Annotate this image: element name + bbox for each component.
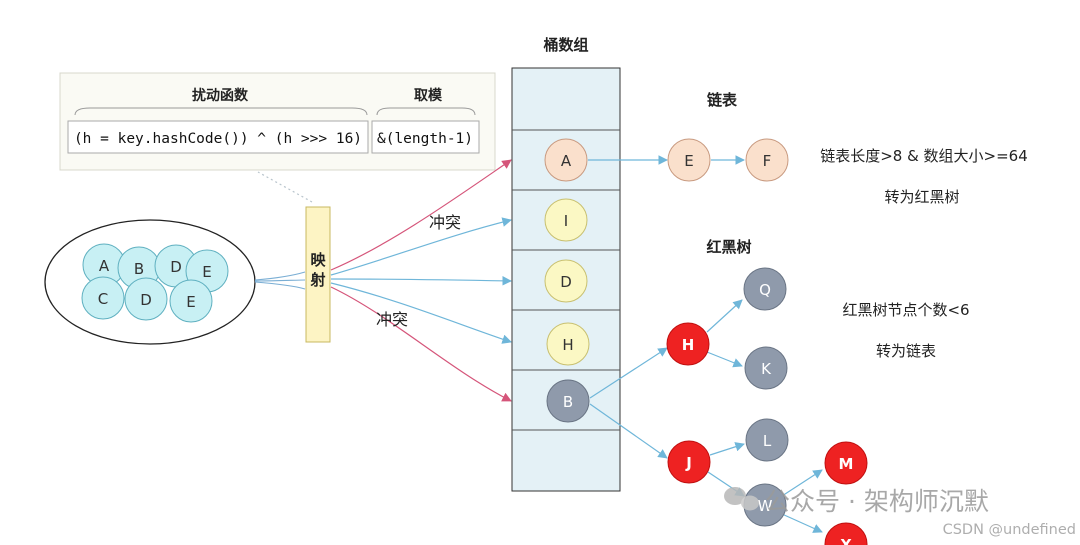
perturb-code: (h = key.hashCode()) ^ (h >>> 16) <box>74 131 362 147</box>
modulo-code-box <box>371 120 480 154</box>
tree-node-q: Q <box>743 267 787 311</box>
list-node-f: F <box>745 138 789 182</box>
hash-connector <box>257 171 313 203</box>
key-node: E <box>169 279 213 323</box>
tree-node-k: K <box>744 346 788 390</box>
key-set: A B D E C D E <box>44 219 256 345</box>
tree-node-l: L <box>745 418 789 462</box>
list-to-tree-action: 转为红黑树 <box>884 188 959 206</box>
mapping-label-2: 射 <box>309 271 325 289</box>
wechat-icon <box>724 487 759 511</box>
svg-text:H: H <box>562 336 573 354</box>
svg-text:M: M <box>839 455 854 473</box>
tree-node-m: M <box>824 441 868 485</box>
bucket-slot-d: D <box>544 259 588 303</box>
watermark: 公众号 · 架构师沉默 CSDN @undefined <box>724 487 1076 538</box>
svg-text:I: I <box>564 212 568 230</box>
svg-text:E: E <box>186 293 195 311</box>
svg-text:L: L <box>763 432 772 450</box>
svg-text:D: D <box>560 273 572 291</box>
watermark-sub: CSDN @undefined <box>943 522 1076 538</box>
tree-node-w: W <box>743 483 787 527</box>
bucket-slot-b: B <box>546 379 590 423</box>
list-to-tree-rule: 链表长度>8 & 数组大小>=64 <box>820 147 1028 165</box>
watermark-main: 公众号 · 架构师沉默 <box>765 487 989 516</box>
svg-text:A: A <box>561 152 572 170</box>
bucket-array: 桶数组 A I D H B <box>511 36 621 492</box>
key-node: D <box>124 277 168 321</box>
tree-node-j: J <box>667 440 711 484</box>
svg-text:B: B <box>563 393 573 411</box>
svg-text:H: H <box>682 336 695 354</box>
red-black-tree-title: 红黑树 <box>706 238 751 256</box>
key-to-mapping-lines <box>254 271 306 290</box>
bucket-slot-a: A <box>544 138 588 182</box>
collision-label-top: 冲突 <box>429 213 461 232</box>
key-node: C <box>81 276 125 320</box>
tree-to-list-action: 转为链表 <box>876 342 936 360</box>
modulo-code: &(length-1) <box>377 131 473 147</box>
mapping-bar: 映 射 <box>305 206 331 343</box>
modulo-brace <box>376 107 476 116</box>
svg-text:E: E <box>684 152 693 170</box>
arrow-to-bucket-a <box>330 159 512 271</box>
svg-text:Q: Q <box>759 281 771 299</box>
svg-text:A: A <box>99 257 110 275</box>
bucket-slot-i: I <box>544 198 588 242</box>
tree-edges <box>589 299 823 533</box>
svg-text:F: F <box>763 152 772 170</box>
bucket-slot-h: H <box>546 322 590 366</box>
mapping-label-1: 映 <box>310 251 326 269</box>
svg-text:C: C <box>98 290 108 308</box>
collision-label-bottom: 冲突 <box>376 310 408 329</box>
arrow-to-bucket-h <box>330 282 512 344</box>
svg-text:X: X <box>840 536 852 545</box>
tree-node-x: X <box>824 522 868 545</box>
modulo-label: 取模 <box>414 87 443 104</box>
svg-text:B: B <box>134 260 144 278</box>
tree-node-h: H <box>666 322 710 366</box>
svg-text:D: D <box>140 291 152 309</box>
bucket-array-title: 桶数组 <box>543 36 588 54</box>
linked-list: 链表 E F 链表长度>8 & 数组大小>=64 转为红黑树 <box>588 91 1028 206</box>
perturb-code-box <box>67 120 369 154</box>
arrow-to-bucket-b <box>330 286 512 402</box>
mapping-arrows <box>330 159 512 402</box>
svg-text:W: W <box>758 497 773 515</box>
svg-text:D: D <box>170 258 182 276</box>
perturb-brace <box>74 107 368 116</box>
red-black-tree: 红黑树 H Q K J L W M X 红黑树节点个数<6 转为链表 <box>589 238 970 545</box>
svg-text:J: J <box>685 454 692 472</box>
linked-list-title: 链表 <box>707 91 738 109</box>
arrow-to-bucket-i <box>330 217 512 276</box>
arrow-to-bucket-d <box>330 276 512 286</box>
list-node-e: E <box>667 138 711 182</box>
svg-text:E: E <box>202 263 211 281</box>
svg-text:K: K <box>761 360 772 378</box>
tree-to-list-rule: 红黑树节点个数<6 <box>842 301 969 319</box>
perturb-label: 扰动函数 <box>192 87 249 104</box>
hash-function-box: 扰动函数 取模 (h = key.hashCode()) ^ (h >>> 16… <box>59 72 496 171</box>
